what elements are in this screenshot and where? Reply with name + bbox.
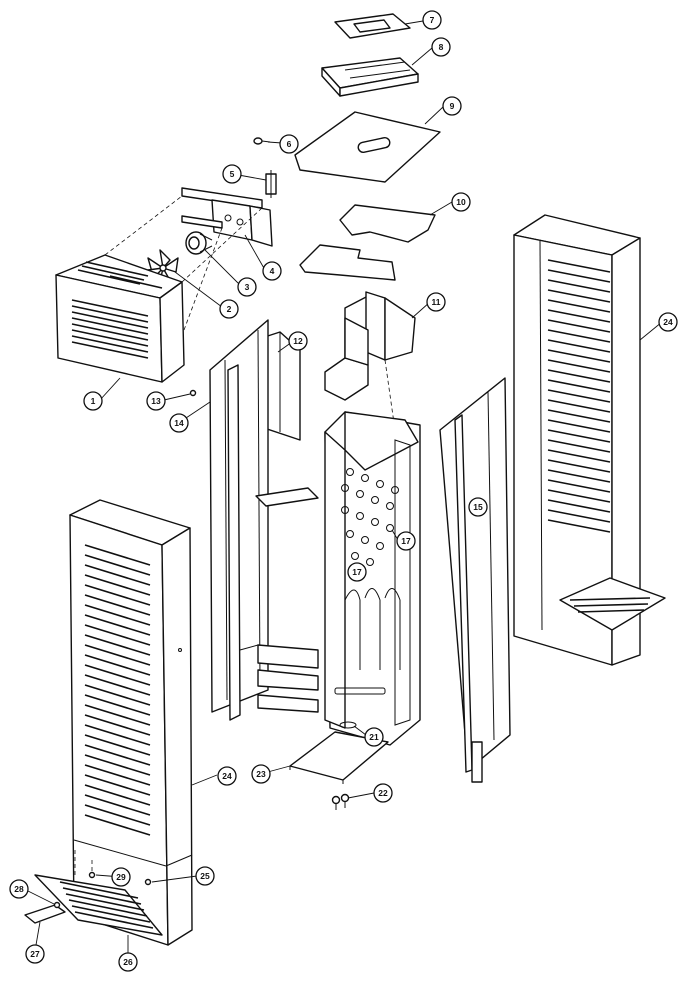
part-bottom-grille (34, 874, 163, 936)
svg-text:3: 3 (245, 282, 250, 292)
callout-26: 26 (118, 952, 138, 972)
part-screws-bottom (74, 850, 152, 886)
callout-13: 13 (146, 391, 166, 411)
callout-17b: 17 (347, 562, 367, 582)
svg-text:13: 13 (151, 396, 161, 406)
callout-15: 15 (468, 497, 488, 517)
callout-12: 12 (288, 331, 308, 351)
callout-2: 2 (219, 299, 239, 319)
svg-text:6: 6 (287, 139, 292, 149)
cabinet-right-bottom-louvers (569, 597, 651, 613)
svg-text:22: 22 (378, 788, 388, 798)
callout-3: 3 (237, 277, 257, 297)
part-heat-exchanger (324, 411, 421, 746)
callout-27: 27 (25, 944, 45, 964)
callout-11: 11 (426, 292, 446, 312)
callout-24b: 24 (217, 766, 237, 786)
callout-5: 5 (222, 164, 242, 184)
svg-text:4: 4 (270, 266, 275, 276)
callout-10: 10 (451, 192, 471, 212)
part-blower-motor (185, 231, 213, 255)
part-orifices (331, 793, 350, 810)
part-channel-bracket (321, 57, 419, 97)
svg-text:12: 12 (293, 336, 303, 346)
svg-text:17: 17 (401, 536, 411, 546)
part-top-collar-plate (334, 13, 411, 39)
cabinet-right-louvers (547, 259, 611, 533)
svg-text:26: 26 (123, 957, 133, 967)
part-draft-hood (324, 291, 416, 401)
callout-9: 9 (442, 96, 462, 116)
callout-6: 6 (279, 134, 299, 154)
part-front-cabinet-left (69, 499, 193, 946)
svg-text:10: 10 (456, 197, 466, 207)
svg-text:1: 1 (91, 396, 96, 406)
svg-text:15: 15 (473, 502, 483, 512)
housing-front-louvers (71, 299, 149, 359)
svg-text:23: 23 (256, 769, 266, 779)
part-burner-plate (289, 731, 389, 784)
heat-exchanger-holes (341, 468, 399, 566)
part-gaskets (299, 204, 436, 281)
part-cross-braces (239, 487, 319, 713)
svg-text:27: 27 (30, 949, 40, 959)
callout-24a: 24 (658, 312, 678, 332)
svg-text:5: 5 (230, 169, 235, 179)
svg-text:24: 24 (663, 317, 673, 327)
part-top-panel (294, 111, 441, 183)
svg-text:24: 24 (222, 771, 232, 781)
callout-8: 8 (431, 37, 451, 57)
svg-text:29: 29 (116, 872, 126, 882)
callout-14: 14 (169, 413, 189, 433)
svg-text:25: 25 (200, 871, 210, 881)
svg-text:8: 8 (439, 42, 444, 52)
part-left-side-panel (209, 319, 269, 721)
callout-21: 21 (364, 727, 384, 747)
part-small-screw (189, 389, 197, 397)
svg-text:7: 7 (430, 15, 435, 25)
part-grille-handle (24, 904, 66, 924)
callout-7: 7 (422, 10, 442, 30)
svg-text:17: 17 (352, 567, 362, 577)
svg-text:9: 9 (450, 101, 455, 111)
svg-text:11: 11 (432, 297, 441, 307)
callout-22: 22 (373, 783, 393, 803)
part-fastener (53, 901, 61, 909)
callouts: 1 2 3 4 5 6 7 8 9 10 11 12 13 14 15 17 1… (9, 10, 678, 972)
bottom-grille-louvers (59, 881, 154, 929)
callout-25: 25 (195, 866, 215, 886)
callout-1: 1 (83, 391, 103, 411)
callout-29: 29 (111, 867, 131, 887)
part-front-cabinet-right (513, 214, 666, 666)
callout-28: 28 (9, 879, 29, 899)
housing-top-louvers (77, 261, 163, 289)
part-right-side-panel (439, 377, 511, 783)
svg-text:14: 14 (174, 418, 184, 428)
cabinet-left-louvers (84, 544, 151, 836)
part-motor-mount-bracket (181, 187, 273, 247)
callout-23: 23 (251, 764, 271, 784)
svg-text:2: 2 (227, 304, 232, 314)
part-limit-bracket (265, 170, 277, 198)
part-blower-housing (55, 254, 185, 383)
svg-text:28: 28 (14, 884, 24, 894)
part-screw (253, 137, 271, 145)
callout-17a: 17 (396, 531, 416, 551)
callout-4: 4 (262, 261, 282, 281)
svg-text:21: 21 (369, 732, 379, 742)
heat-exchanger-tubes (344, 588, 401, 670)
